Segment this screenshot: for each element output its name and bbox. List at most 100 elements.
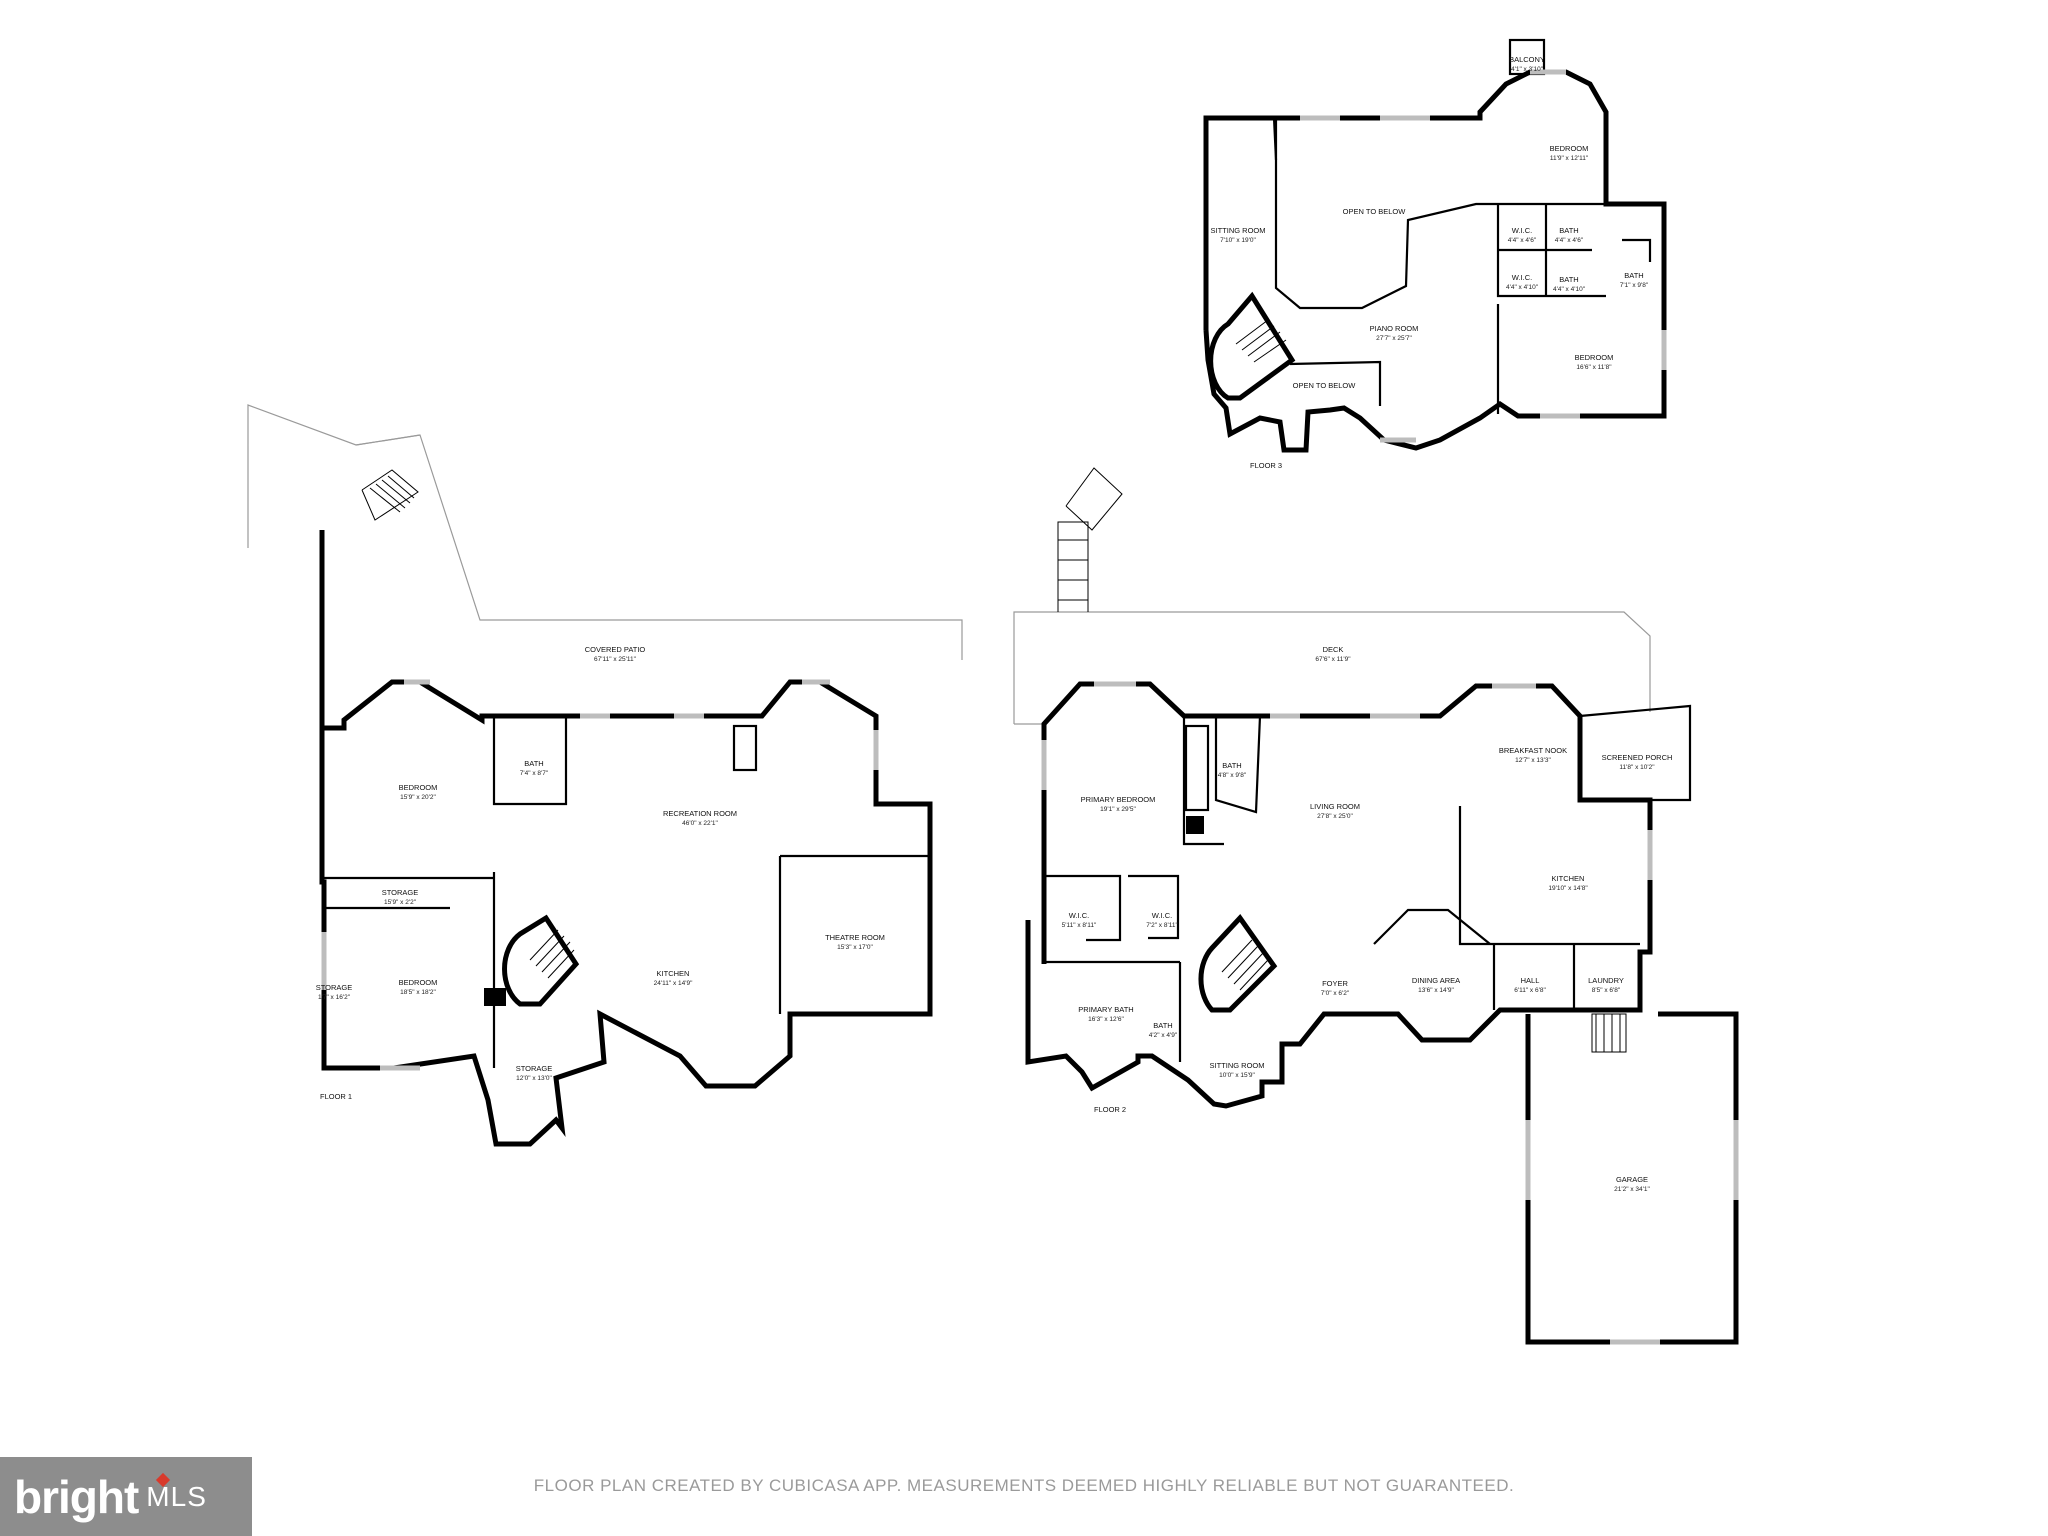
deck-dimensions: 67'6" x 11'9" [1315,656,1351,663]
bedroom-label: BEDROOM [399,783,438,792]
laundry-dimensions: 8'5" x 6'8" [1592,987,1621,994]
floor-3-label: FLOOR 3 [1250,461,1282,470]
bedroom-dimensions: 11'9" x 12'11" [1550,155,1589,162]
bath-label: BATH [1222,761,1241,770]
fireplace [1184,724,1210,812]
balcony-dimensions: 4'1" x 3'10" [1511,66,1544,73]
sitting-room-dimensions: 10'0" x 15'9" [1219,1072,1255,1079]
covered-patio-label: COVERED PATIO [585,645,646,654]
floor-2-interior-stairs [1198,914,1278,1013]
wall-screened-porch [1579,704,1692,802]
bath-label: BATH [524,759,543,768]
open-to-below-a-outline [1274,118,1606,310]
primary-bedroom-dimensions: 19'1" x 29'5" [1100,806,1136,813]
screened-porch-label: SCREENED PORCH [1602,753,1673,762]
sitting-room-dimensions: 7'10" x 19'0" [1220,237,1256,244]
floor-1-exterior-stairs [361,469,419,521]
bath-label: BATH [1153,1021,1172,1030]
floor-plan-disclaimer: FLOOR PLAN CREATED BY CUBICASA APP. MEAS… [533,1476,1515,1495]
recreation-room-dimensions: 46'0" x 22'1" [682,820,718,827]
storage-side-dimensions: 1'7" x 16'2" [318,994,351,1001]
foyer-dimensions: 7'0" x 6'2" [1321,990,1350,997]
primary-bath-dimensions: 16'3" x 12'6" [1088,1016,1124,1023]
storage-side-label: STORAGE [316,983,353,992]
bath-label: BATH [1624,271,1643,280]
column [484,988,506,1006]
floor-2-label: FLOOR 2 [1094,1105,1126,1114]
floor-3-room-labels: BALCONY 4'1" x 3'10" BEDROOM 11'9" x 12'… [1211,55,1649,470]
storage-dimensions: 15'9" x 2'2" [384,899,417,906]
storage-dimensions: 12'0" x 13'0" [516,1075,552,1082]
wall-wic-a [1044,874,1122,942]
laundry-label: LAUNDRY [1588,976,1624,985]
floor-1-outer-wall [319,530,933,1147]
floor-3-plan [1203,38,1667,453]
sitting-room-wall [1272,117,1278,161]
storage-label: STORAGE [516,1064,553,1073]
bath-dimensions: 4'8" x 9'8" [1218,772,1247,779]
screened-porch-dimensions: 11'8" x 10'2" [1619,764,1655,771]
sitting-room-label: SITTING ROOM [1211,226,1266,235]
kitchen-label: KITCHEN [1552,874,1585,883]
balcony-outline [1508,38,1546,76]
wic-dimensions: 4'4" x 4'10" [1506,284,1539,291]
bath-dimensions: 4'2" x 4'9" [1149,1032,1178,1039]
floor-2-plan [1013,467,1739,1345]
deck-label: DECK [1323,645,1344,654]
bath-dimensions: 4'4" x 4'6" [1555,237,1584,244]
kitchen-dimensions: 24'11" x 14'9" [654,980,693,987]
floor-1-label: FLOOR 1 [320,1092,352,1101]
hall-label: HALL [1521,976,1540,985]
bedroom-label: BEDROOM [1575,353,1614,362]
bath-dimensions: 4'4" x 4'10" [1553,286,1586,293]
floor-1-interior-walls [492,716,568,806]
logo-mls-text: MLS [146,1480,207,1512]
theatre-room-dimensions: 15'3" x 17'0" [837,944,873,951]
primary-bedroom-label: PRIMARY BEDROOM [1081,795,1156,804]
covered-patio-outline [247,404,963,660]
column [1186,816,1204,834]
bath-label: BATH [1559,275,1578,284]
bedroom-label: BEDROOM [1550,144,1589,153]
wic-label: W.I.C. [1512,273,1532,282]
bath-c-wall [1622,238,1652,262]
bath-label: BATH [1559,226,1578,235]
open-to-below-label: OPEN TO BELOW [1293,381,1357,390]
logo-wordmark: bright [14,1470,139,1523]
kitchen-dimensions: 19'10" x 14'8" [1548,885,1588,892]
bath-dimensions: 7'1" x 9'8" [1620,282,1649,289]
fireplace [732,724,758,772]
floor-1-plan [247,404,963,1147]
dining-area-dimensions: 13'6" x 14'9" [1418,987,1454,994]
open-to-below-b-outline [1289,360,1382,406]
wic-label: W.I.C. [1069,911,1089,920]
floor-2-room-labels: DECK 67'6" x 11'9" PRIMARY BEDROOM 19'1"… [1062,645,1673,1193]
wic-dimensions: 4'4" x 4'6" [1508,237,1537,244]
dining-area-label: DINING AREA [1412,976,1460,985]
floor-2-exterior-stairs [1057,467,1123,612]
wic-label: W.I.C. [1152,911,1172,920]
wall-primary-bedroom [1182,716,1224,846]
sitting-room-label: SITTING ROOM [1210,1061,1265,1070]
garage-label: GARAGE [1616,1175,1648,1184]
bedroom-dimensions: 15'9" x 20'2" [400,794,436,801]
bright-mls-logo: bright MLS [0,1457,252,1536]
floor-2-outer-wall [1025,681,1653,1109]
bedroom-label: BEDROOM [399,978,438,987]
wall-dining [1373,908,1491,945]
patio-edge [355,434,421,446]
storage-label: STORAGE [382,888,419,897]
deck-outline [1013,611,1651,724]
wall-bath [1214,715,1262,814]
wall-kitchen [1458,806,1640,946]
living-room-label: LIVING ROOM [1310,802,1360,811]
floor-1-room-labels: COVERED PATIO 67'11" x 25'11" BEDROOM 15… [316,645,885,1101]
bedroom-dimensions: 18'5" x 18'2" [400,989,436,996]
covered-patio-dimensions: 67'11" x 25'11" [594,656,637,663]
floor-1-interior-stairs [502,914,580,1007]
wall-wic-b [1128,874,1180,940]
floor-3-stairs [1208,291,1296,401]
primary-bath-label: PRIMARY BATH [1078,1005,1133,1014]
breakfast-nook-dimensions: 12'7" x 13'3" [1515,757,1551,764]
